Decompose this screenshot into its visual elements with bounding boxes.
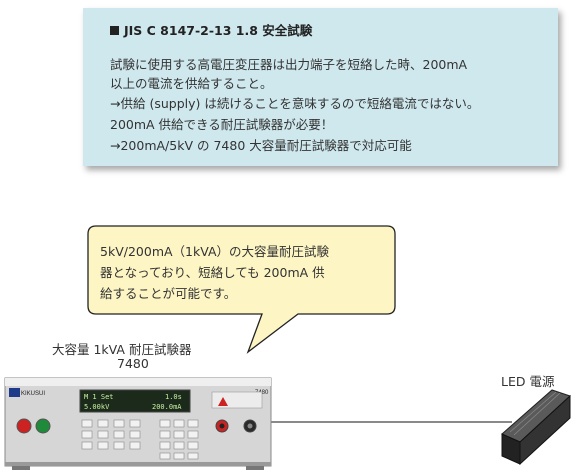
stop-button[interactable] xyxy=(16,418,32,434)
key[interactable] xyxy=(81,441,93,450)
keypad xyxy=(81,419,199,460)
key[interactable] xyxy=(97,419,109,428)
key[interactable] xyxy=(97,430,109,439)
key[interactable] xyxy=(81,419,93,428)
warning-icon xyxy=(218,397,228,406)
key[interactable] xyxy=(129,441,141,450)
lcd-voltage: 5.00kV xyxy=(84,403,110,411)
key[interactable] xyxy=(159,441,171,450)
key[interactable] xyxy=(81,430,93,439)
key[interactable] xyxy=(113,441,125,450)
info-line: →供給 (supply) は続けることを意味するので短絡電流ではない。 xyxy=(110,96,480,111)
key[interactable] xyxy=(97,441,109,450)
info-box: JIS C 8147-2-13 1.8 安全試験 試験に使用する高電圧変圧器は出… xyxy=(83,8,558,166)
info-line: 200mA 供給できる耐圧試験器が必要！ xyxy=(110,117,334,132)
info-line: 以上の電流を供給すること。 xyxy=(110,76,273,91)
info-title-text: JIS C 8147-2-13 1.8 安全試験 xyxy=(124,23,313,38)
key[interactable] xyxy=(187,419,199,428)
lcd-current: 200.0mA xyxy=(152,403,182,411)
led-power-supply xyxy=(501,389,571,466)
brand-text: KIKUSUI xyxy=(21,391,45,397)
start-button[interactable] xyxy=(35,418,51,434)
lcd-mode: M 1 Set xyxy=(84,393,114,401)
diagram-hardware: KIKUSUI 7480 M 1 Set 1.0s 5.00kV 200.0mA xyxy=(4,377,571,470)
led-label: LED 電源 xyxy=(501,374,555,389)
key[interactable] xyxy=(159,452,171,460)
key[interactable] xyxy=(113,430,125,439)
key[interactable] xyxy=(187,441,199,450)
key[interactable] xyxy=(129,419,141,428)
key[interactable] xyxy=(187,452,199,460)
key[interactable] xyxy=(173,441,185,450)
info-title: JIS C 8147-2-13 1.8 安全試験 xyxy=(110,20,312,39)
device-model-label: 7480 xyxy=(117,356,149,371)
callout-shape xyxy=(87,225,396,354)
key[interactable] xyxy=(187,430,199,439)
info-line: 試験に使用する高電圧変圧器は出力端子を短絡した時、200mA xyxy=(110,57,468,72)
lcd-display xyxy=(79,389,191,413)
key[interactable] xyxy=(173,419,185,428)
withstand-tester: KIKUSUI 7480 M 1 Set 1.0s 5.00kV 200.0mA xyxy=(4,377,272,470)
key[interactable] xyxy=(173,430,185,439)
key[interactable] xyxy=(113,419,125,428)
callout-line: 給することが可能です。 xyxy=(100,286,237,301)
callout-line: 5kV/200mA（1kVA）の大容量耐圧試験 xyxy=(100,244,330,259)
info-line: →200mA/5kV の 7480 大容量耐圧試験器で対応可能 xyxy=(110,138,412,153)
square-bullet-icon xyxy=(110,26,119,35)
key[interactable] xyxy=(159,430,171,439)
lcd-time: 1.0s xyxy=(165,393,182,401)
key[interactable] xyxy=(173,452,185,460)
device-label: 大容量 1kVA 耐圧試験器 xyxy=(52,342,192,357)
brand-logo xyxy=(9,388,20,397)
callout-line: 器となっており、短絡しても 200mA 供 xyxy=(100,265,325,280)
key[interactable] xyxy=(159,419,171,428)
key[interactable] xyxy=(129,430,141,439)
